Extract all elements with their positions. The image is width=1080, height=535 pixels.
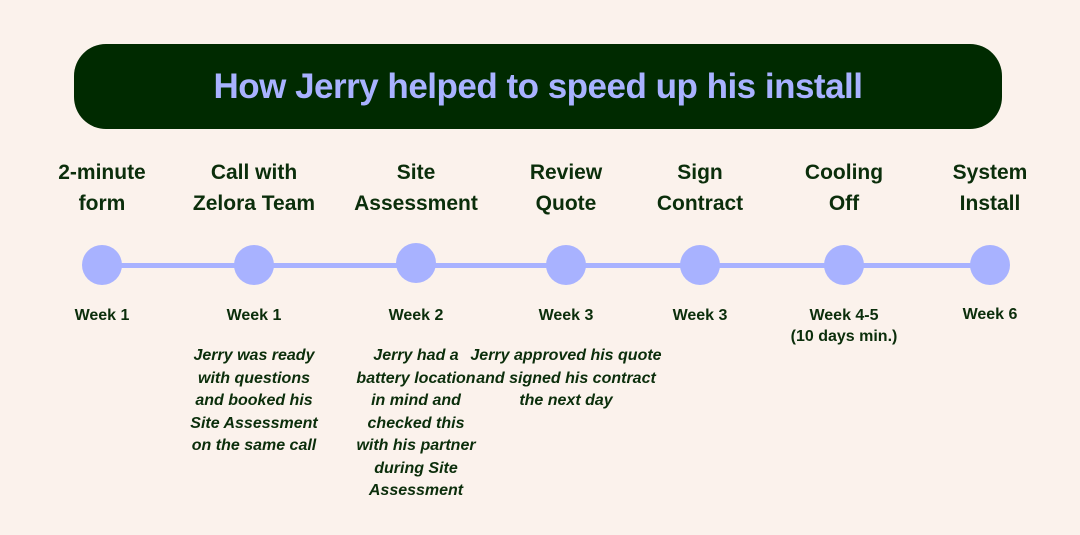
step-title-line: Off (828, 192, 860, 215)
step-title-line: form (78, 192, 126, 215)
note-line: Site Assessment (190, 414, 318, 432)
note-line: in mind and (371, 392, 461, 409)
milestone-dot (82, 245, 122, 285)
note-line: Jerry approved his quote (470, 347, 662, 364)
note-line: checked this (367, 414, 465, 432)
step-week: Week 4-5 (10 days min.) (764, 305, 924, 347)
note-line: with questions (198, 369, 310, 387)
step-title-line: Cooling (804, 161, 884, 184)
week-label: Week 3 (538, 307, 594, 324)
note-line: Jerry was ready (193, 347, 315, 364)
title-banner: How Jerry helped to speed up his install (74, 44, 1002, 129)
milestone-dot (546, 245, 586, 285)
page-title: How Jerry helped to speed up his install (213, 66, 863, 106)
note-line: and booked his (195, 392, 313, 409)
milestone-dot (824, 245, 864, 285)
milestone-dot (234, 245, 274, 285)
step-note: Jerry approved his quote and signed his … (446, 345, 686, 413)
step-week: Week 1 (22, 305, 182, 326)
note-line: the next day (519, 392, 613, 409)
step-title-line: Install (959, 192, 1021, 215)
step-title-line: Call with (210, 161, 298, 184)
milestone-dot (970, 245, 1010, 285)
step-week: Week 3 (620, 305, 780, 326)
note-line: Assessment (368, 482, 464, 499)
step-title-line: Site (396, 161, 436, 184)
step-title-line: Zelora Team (192, 192, 316, 215)
week-label: Week 4-5 (809, 307, 879, 324)
step-note: Jerry had a battery location in mind and… (336, 345, 496, 503)
week-label: Week 1 (74, 307, 130, 324)
step-week: Week 2 (336, 305, 496, 326)
step-week: Week 6 (910, 304, 1070, 325)
note-line: and signed his contract (476, 369, 656, 387)
step-week: Week 3 (486, 305, 646, 326)
step-title-line: Sign (677, 161, 723, 184)
step-title-line: System (952, 161, 1028, 184)
step-title-line: Assessment (354, 192, 478, 215)
step-title-line: Review (529, 161, 603, 184)
step-title-line: Contract (656, 192, 744, 215)
step-note: Jerry was ready with questions and booke… (174, 345, 334, 458)
week-label: Week 6 (962, 306, 1018, 323)
step-title-line: 2-minute (58, 161, 146, 184)
note-line: on the same call (191, 437, 317, 454)
milestone-dot (396, 243, 436, 283)
milestone-dot (680, 245, 720, 285)
week-label: Week 3 (672, 307, 728, 324)
step-week: Week 1 (174, 305, 334, 326)
week-label: Week 2 (388, 307, 444, 324)
note-line: battery location (356, 369, 476, 387)
step-title-line: Quote (535, 192, 597, 215)
note-line: with his partner (356, 437, 476, 454)
note-line: during Site (374, 459, 458, 477)
week-label: Week 1 (226, 307, 282, 324)
step-title: 2-minute form (22, 157, 182, 219)
week-label-detail: (10 days min.) (790, 328, 898, 345)
note-line: Jerry had a (373, 347, 459, 364)
